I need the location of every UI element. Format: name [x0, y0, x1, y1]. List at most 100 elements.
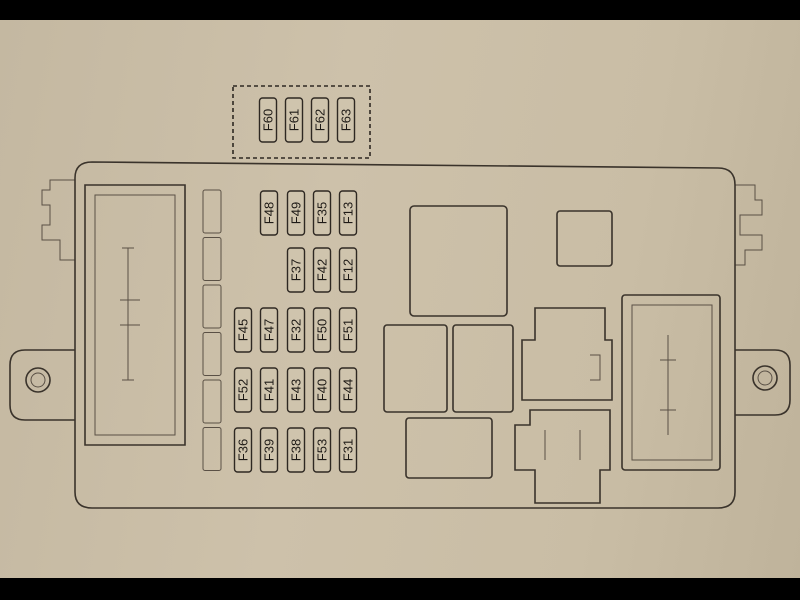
fuse-label: F63: [339, 109, 354, 131]
left-connector-key: [120, 247, 140, 381]
fuse-label: F39: [262, 439, 277, 461]
blank-slot: [202, 284, 222, 329]
relay-small: [556, 210, 613, 267]
right-connector-inner: [631, 304, 713, 461]
fuse-f39: F39: [259, 427, 279, 473]
fuse-label: F50: [315, 319, 330, 341]
left-connector-inner: [94, 194, 176, 436]
fuse-label: F61: [287, 109, 302, 131]
fuse-body: [259, 367, 279, 413]
left-connector: [84, 184, 186, 446]
fuse-f52: F52: [233, 367, 253, 413]
fuse-body: [233, 427, 253, 473]
relay-socket-lower: [514, 409, 611, 504]
fuse-body: [233, 307, 253, 353]
fuse-f47: F47: [259, 307, 279, 353]
fuse-f53: F53: [312, 427, 332, 473]
fuse-body: [312, 367, 332, 413]
fuse-f62: F62: [310, 97, 330, 143]
right-connector-key: [660, 335, 676, 435]
fuse-body: [338, 307, 358, 353]
fuse-body: [259, 190, 279, 236]
fuse-body: [338, 427, 358, 473]
blank-slot: [202, 237, 222, 281]
fuse-body: [258, 97, 278, 143]
fuse-body: [286, 247, 306, 293]
fuse-f50: F50: [312, 307, 332, 353]
auxiliary-fuse-group-outline: [232, 85, 371, 159]
relay-mid-left: [383, 324, 448, 413]
fuse-f51: F51: [338, 307, 358, 353]
fuse-label: F43: [289, 379, 304, 401]
fuse-f35: F35: [312, 190, 332, 236]
fuse-f41: F41: [259, 367, 279, 413]
fuse-body: [338, 247, 358, 293]
fuse-f63: F63: [336, 97, 356, 143]
fuse-label: F51: [341, 319, 356, 341]
relay-bottom: [405, 417, 493, 479]
fuse-label: F62: [313, 109, 328, 131]
fuse-f12: F12: [338, 247, 358, 293]
fuse-label: F42: [315, 259, 330, 281]
fuse-body: [286, 190, 306, 236]
fuse-label: F41: [262, 379, 277, 401]
fuse-f61: F61: [284, 97, 304, 143]
relay-socket-lower-pins: [544, 430, 581, 460]
fuse-body: [286, 307, 306, 353]
fuse-label: F12: [341, 259, 356, 281]
right-connector: [621, 294, 721, 471]
fuse-body: [286, 427, 306, 473]
fuse-label: F44: [341, 379, 356, 401]
fuse-label: F48: [262, 202, 277, 224]
right-clips: [735, 184, 763, 266]
fuse-label: F35: [315, 202, 330, 224]
fuse-f44: F44: [338, 367, 358, 413]
fuse-body: [312, 190, 332, 236]
right-mount-hole: [752, 365, 778, 391]
fuse-body: [338, 190, 358, 236]
relay-mid-right: [452, 324, 514, 413]
fuse-f43: F43: [286, 367, 306, 413]
fuse-body: [312, 307, 332, 353]
blank-slot: [202, 379, 222, 424]
fuse-label: F49: [289, 202, 304, 224]
fuse-label: F40: [315, 379, 330, 401]
right-mount-ear: [735, 349, 791, 416]
blank-slot: [202, 427, 222, 471]
fuse-f13: F13: [338, 190, 358, 236]
fuse-label: F45: [236, 319, 251, 341]
fuse-label: F38: [289, 439, 304, 461]
left-mount-ear: [9, 349, 75, 421]
fuse-label: F13: [341, 202, 356, 224]
fuse-f36: F36: [233, 427, 253, 473]
fuse-label: F60: [261, 109, 276, 131]
fuse-f45: F45: [233, 307, 253, 353]
fuse-label: F53: [315, 439, 330, 461]
fuse-f31: F31: [338, 427, 358, 473]
left-mount-hole: [25, 367, 51, 393]
fuse-f37: F37: [286, 247, 306, 293]
fuse-label: F37: [289, 259, 304, 281]
right-mount-hole-inner: [757, 370, 773, 386]
fuse-body: [312, 247, 332, 293]
fuse-body: [259, 307, 279, 353]
relay-socket-upper-pin: [590, 354, 601, 381]
left-clips: [41, 179, 75, 261]
fuse-body: [310, 97, 330, 143]
fuse-body: [286, 367, 306, 413]
fuse-f40: F40: [312, 367, 332, 413]
fuse-body: [233, 367, 253, 413]
fuse-f38: F38: [286, 427, 306, 473]
left-mount-hole-inner: [30, 372, 46, 388]
fuse-label: F32: [289, 319, 304, 341]
paper-background: [0, 20, 800, 578]
fuse-label: F52: [236, 379, 251, 401]
fuse-body: [312, 427, 332, 473]
relay-socket-upper: [521, 307, 613, 401]
fuse-body: [284, 97, 304, 143]
relay-large: [409, 205, 508, 317]
fuse-body: [336, 97, 356, 143]
fuse-f32: F32: [286, 307, 306, 353]
